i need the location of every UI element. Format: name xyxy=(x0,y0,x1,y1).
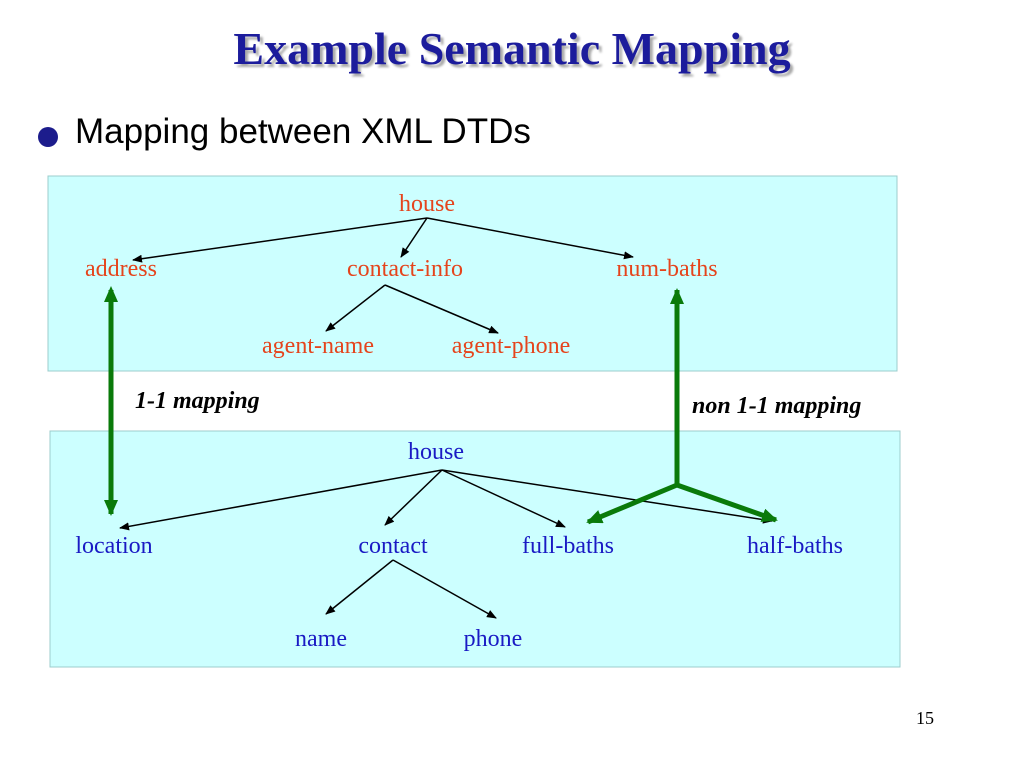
bullet-icon xyxy=(38,127,58,147)
bullet-text: Mapping between XML DTDs xyxy=(75,112,531,151)
label-non-one-to-one: non 1-1 mapping xyxy=(692,393,861,419)
node-half-baths: half-baths xyxy=(747,533,843,559)
target-dtd-box xyxy=(49,430,901,668)
node-agent-phone: agent-phone xyxy=(452,333,571,359)
mapping-branch-half-baths xyxy=(676,482,778,523)
node-phone: phone xyxy=(464,626,523,652)
source-tree-edges xyxy=(132,217,634,334)
node-num-baths: num-baths xyxy=(616,256,717,282)
node-full-baths: full-baths xyxy=(522,533,614,559)
label-one-to-one: 1-1 mapping xyxy=(135,388,260,414)
slide-title: Example Semantic Mapping xyxy=(233,23,791,74)
node-contact-info: contact-info xyxy=(347,256,463,282)
node-name: name xyxy=(295,626,347,652)
mapping-branch-full-baths xyxy=(586,482,678,525)
node-house-target: house xyxy=(408,439,464,465)
page-number: 15 xyxy=(916,708,934,728)
target-tree-edges xyxy=(119,469,773,619)
node-agent-name: agent-name xyxy=(262,333,374,359)
node-contact: contact xyxy=(358,533,428,559)
node-location: location xyxy=(75,533,152,559)
source-dtd-box xyxy=(47,175,898,372)
node-address: address xyxy=(85,256,157,282)
node-house-source: house xyxy=(399,191,455,217)
